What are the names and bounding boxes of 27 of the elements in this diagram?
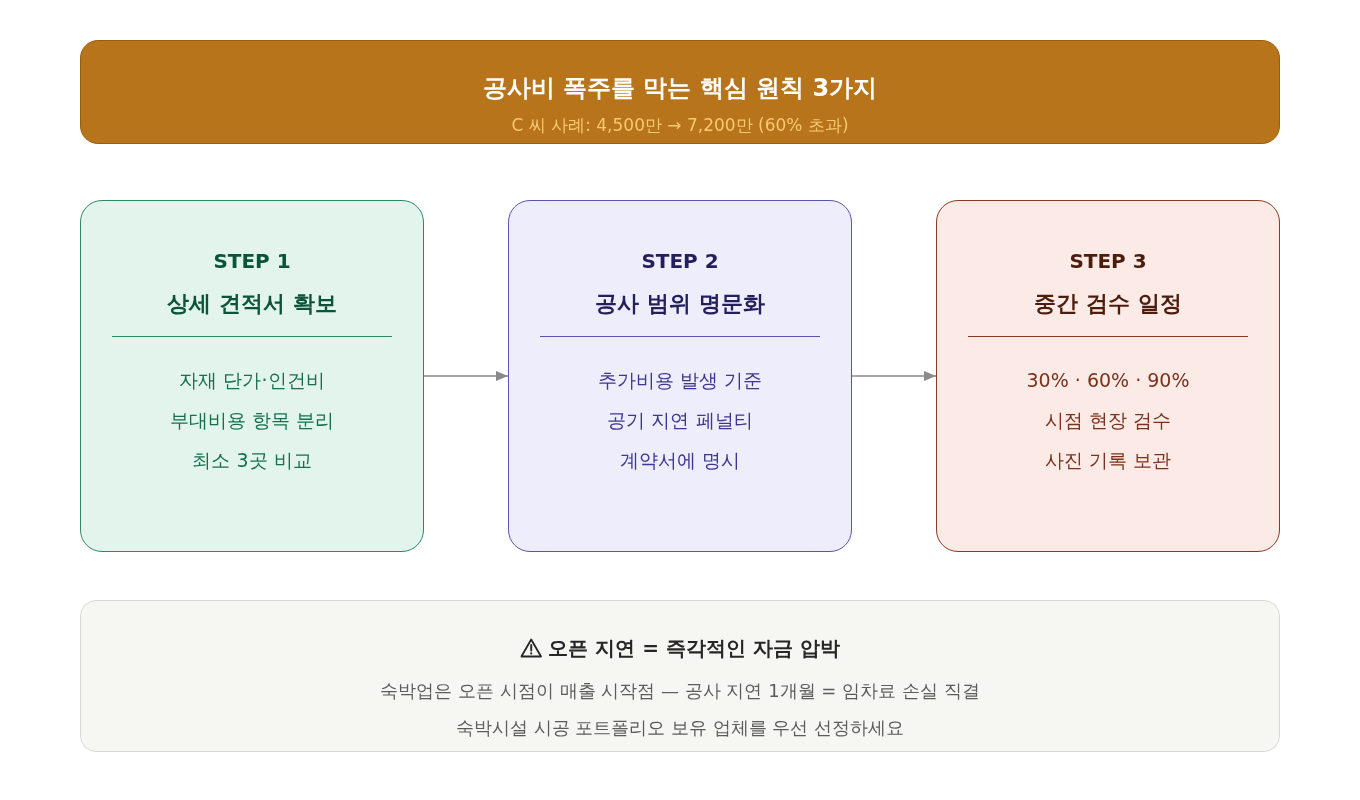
step-item: 부대비용 항목 분리 — [169, 407, 335, 433]
step-card — [936, 200, 1280, 552]
step-item: 추가비용 발생 기준 — [597, 367, 763, 393]
step-label: STEP 2 — [641, 248, 719, 275]
note-text: 숙박업은 오픈 시점이 매출 시작점 — 공사 지연 1개월 = 임차료 손실 직결 — [380, 678, 980, 703]
step-heading: 상세 견적서 확보 — [167, 289, 337, 318]
arrow — [423, 371, 509, 381]
step-card — [80, 200, 424, 552]
step-heading: 공사 범위 명문화 — [595, 289, 765, 318]
subtitle: C 씨 사례: 4,500만 → 7,200만 (60% 초과) — [511, 114, 849, 137]
step-label: STEP 3 — [1069, 248, 1147, 275]
step-item: 자재 단가·인건비 — [179, 367, 325, 393]
note-text: 숙박시설 시공 포트폴리오 보유 업체를 우선 선정하세요 — [455, 715, 905, 740]
warning-heading: 오픈 지연 = 즉각적인 자금 압박 — [548, 635, 840, 662]
step-heading: 중간 검수 일정 — [1034, 289, 1182, 318]
step-item: 계약서에 명시 — [620, 447, 740, 473]
step-card — [508, 200, 852, 552]
title-banner — [80, 40, 1280, 144]
step-item: 최소 3곳 비교 — [192, 447, 312, 473]
step-item: 30% · 60% · 90% — [1026, 367, 1190, 393]
step-item: 시점 현장 검수 — [1044, 407, 1172, 433]
warning-panel — [80, 600, 1280, 752]
step-item: 공기 지연 페널티 — [607, 407, 753, 433]
step-item: 사진 기록 보관 — [1044, 447, 1172, 473]
title: 공사비 폭주를 막는 핵심 원칙 3가지 — [482, 73, 878, 104]
arrow — [851, 371, 937, 381]
step-label: STEP 1 — [213, 248, 291, 275]
